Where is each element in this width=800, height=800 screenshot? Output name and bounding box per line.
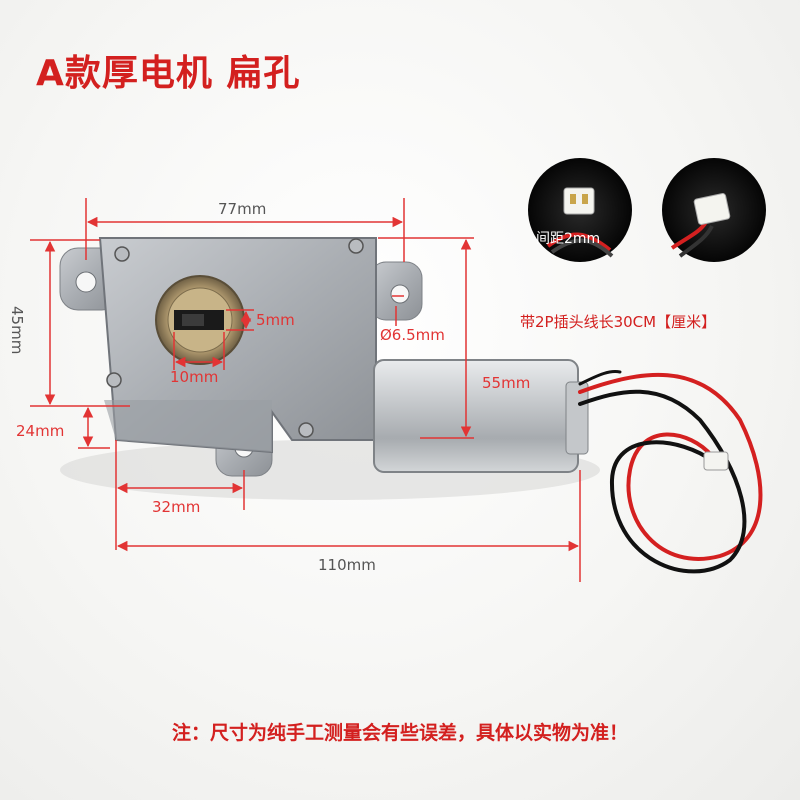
plug-2p <box>703 451 729 471</box>
connector-pitch-label: 间距2mm <box>536 231 601 247</box>
measurement-note: 注：尺寸为纯手工测量会有些误差，具体以实物为准！ <box>171 722 628 744</box>
dim-offset-width: 32mm <box>152 498 201 516</box>
dim-total-length: 110mm <box>318 556 376 574</box>
dim-motor-height: 55mm <box>482 374 531 392</box>
housing-screws <box>106 238 364 438</box>
connector-inset-1 <box>528 158 632 262</box>
dim-width-top: 77mm <box>218 200 267 218</box>
lead-wires <box>578 370 763 574</box>
dim-slot-width: 10mm <box>170 368 219 386</box>
dim-step-height: 24mm <box>16 422 65 440</box>
dim-height-left: 45mm <box>8 306 26 355</box>
dimension-lines <box>30 198 581 582</box>
dim-slot-height: 5mm <box>256 311 295 329</box>
connector-caption: 带2P插头线长30CM【厘米】 <box>520 313 717 331</box>
product-title: A款厚电机 扁孔 <box>36 53 301 94</box>
dim-hole-diameter: Ø6.5mm <box>380 326 445 344</box>
dc-motor <box>373 359 579 473</box>
connector-inset-2 <box>662 158 766 262</box>
